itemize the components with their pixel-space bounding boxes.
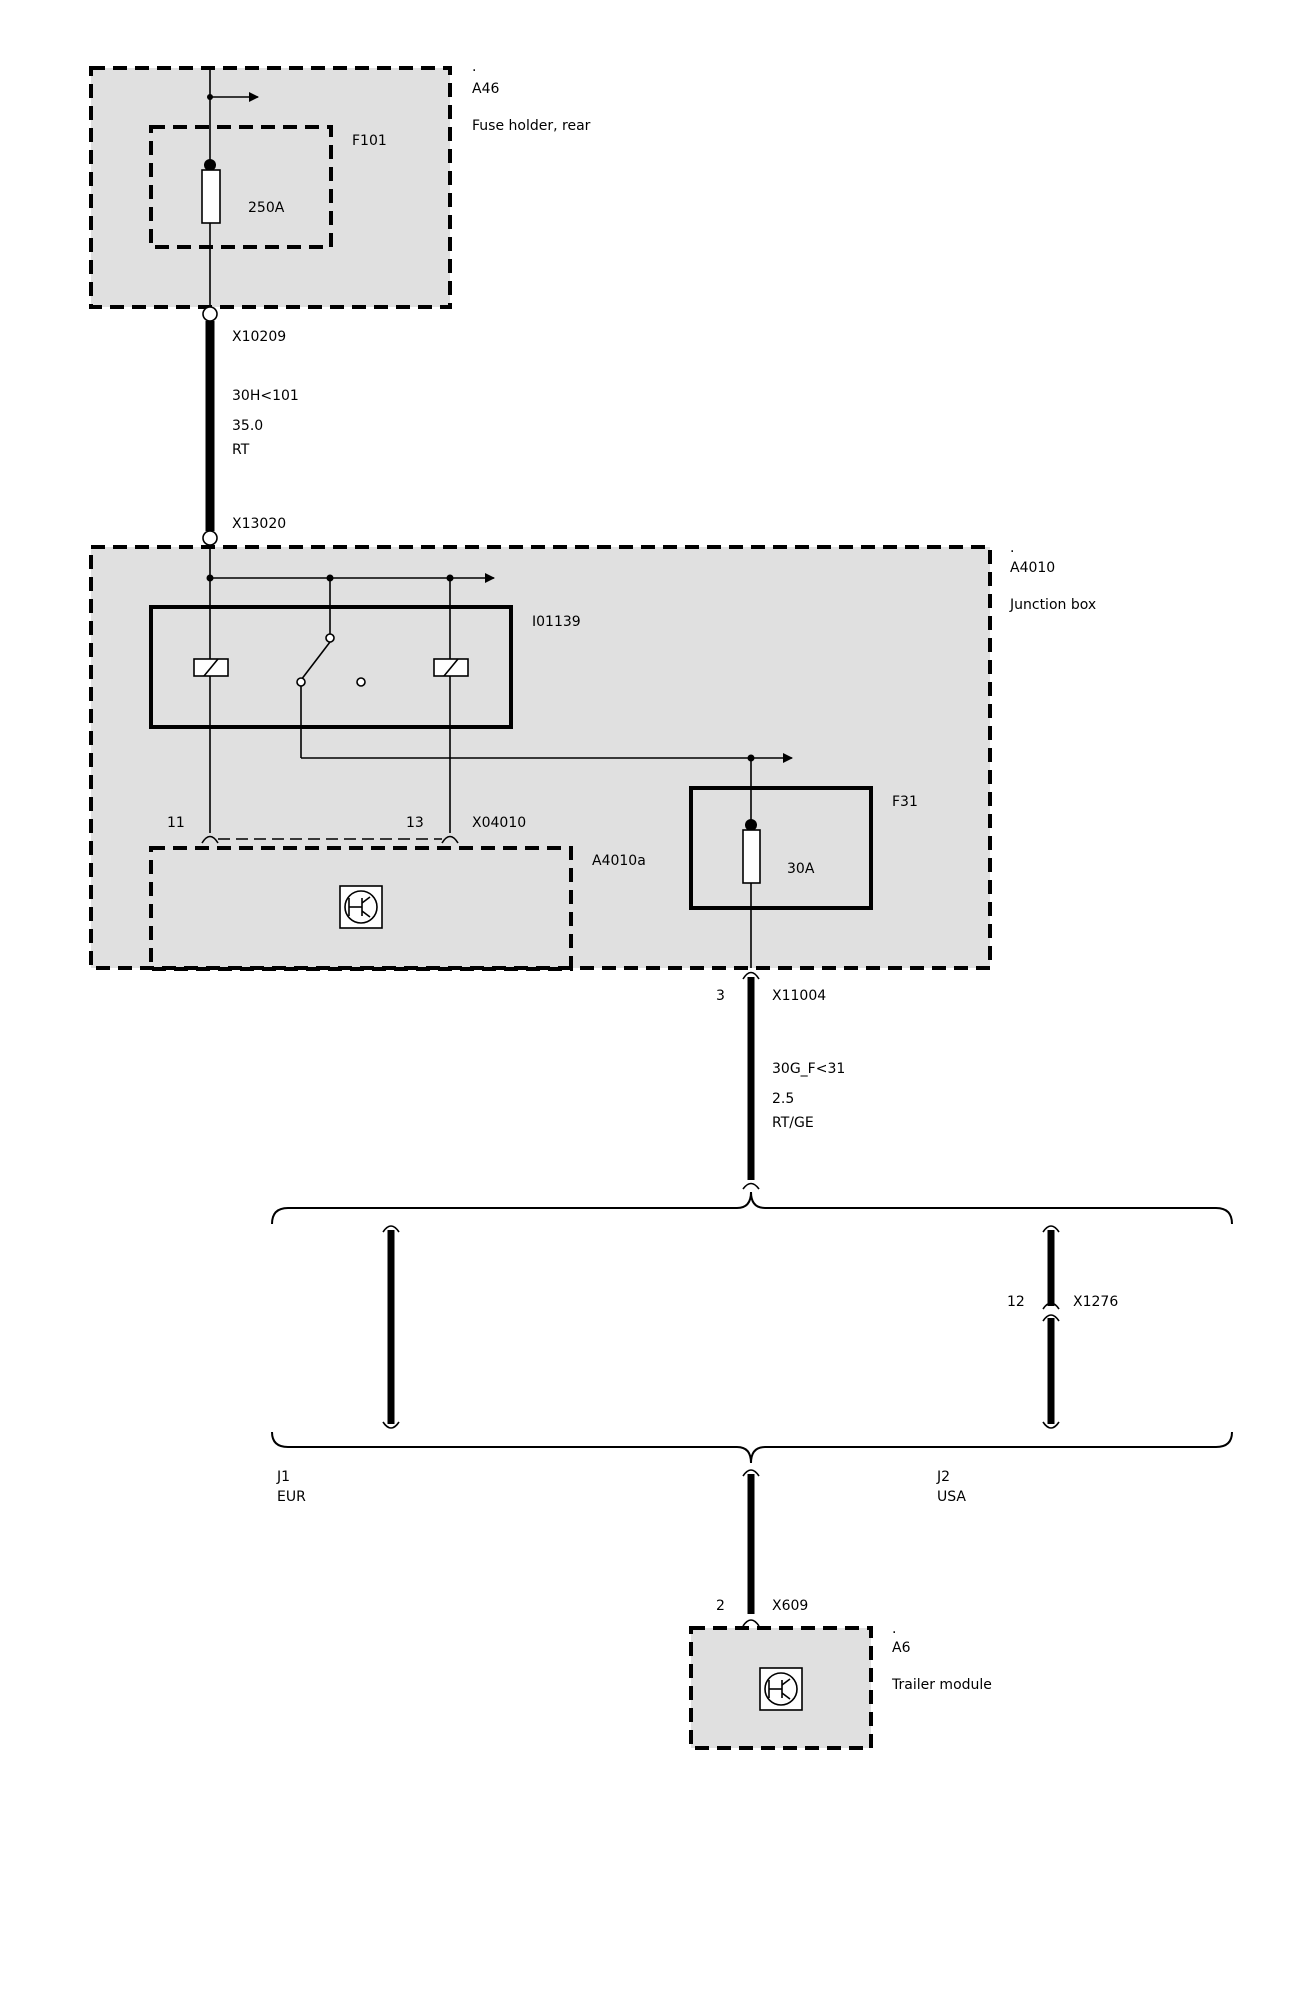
relay-contact-common xyxy=(325,633,335,643)
x609-pin: 2 xyxy=(716,1598,725,1614)
x04010-pin-11: 11 xyxy=(167,815,185,831)
trailer-module-a6: . A6 Trailer module xyxy=(689,1621,992,1750)
relay-contact-no xyxy=(296,677,306,687)
f31-rating: 30A xyxy=(787,861,815,877)
x04010-label: X04010 xyxy=(472,815,526,831)
relay-i01139-box xyxy=(149,605,513,729)
variant-j1-wire xyxy=(382,1225,400,1429)
connector-x13020-label: X13020 xyxy=(232,516,286,532)
fuse-f101-symbol xyxy=(201,169,221,224)
variant-block: 12 X1276 J1 EUR J2 USA xyxy=(271,1191,1233,1505)
fuse-f101-box xyxy=(149,125,333,249)
x04010-pin-13: 13 xyxy=(406,815,424,831)
fuse-f31-box xyxy=(689,786,873,910)
main-wire: X10209 30H<101 35.0 RT X13020 xyxy=(202,306,299,546)
x609-label: X609 xyxy=(772,1598,808,1614)
relay-switch-arm xyxy=(300,641,331,681)
variant-j2-region: USA xyxy=(937,1489,966,1505)
fused-wire-color: RT/GE xyxy=(772,1115,814,1131)
trailer-wire: 2 X609 xyxy=(716,1469,808,1627)
relay-contact-nc xyxy=(356,677,366,687)
connector-x10209-label: X10209 xyxy=(232,329,286,345)
f31-id: F31 xyxy=(892,794,918,810)
connector-x10209-terminal xyxy=(202,306,218,322)
fuse-holder-rear-a46: . A46 Fuse holder, rear F101 250A xyxy=(89,59,591,309)
variant-brace-bottom xyxy=(271,1431,1233,1464)
main-wire-signal: 30H<101 xyxy=(232,388,299,404)
control-unit-icon-a6 xyxy=(759,1667,803,1711)
x11004-pin: 3 xyxy=(716,988,725,1004)
a4010-dot: . xyxy=(1010,540,1014,556)
variant-brace-top xyxy=(271,1191,1233,1225)
x1276-label: X1276 xyxy=(1073,1294,1118,1310)
a4010-description: Junction box xyxy=(1009,597,1096,613)
relay-i01139-label: I01139 xyxy=(532,614,581,630)
junction-box-a4010: . A4010 Junction box I01139 F31 30A xyxy=(89,540,1096,971)
fuse-f31-symbol xyxy=(742,829,761,884)
connector-x13020-terminal xyxy=(202,530,218,546)
x1276-pin: 12 xyxy=(1007,1294,1025,1310)
a46-dot: . xyxy=(472,59,476,75)
a6-description: Trailer module xyxy=(891,1677,992,1693)
a46-description: Fuse holder, rear xyxy=(472,118,591,134)
variant-j2-id: J2 xyxy=(936,1469,950,1485)
a4010-id: A4010 xyxy=(1010,560,1055,576)
a46-id: A46 xyxy=(472,81,499,97)
fused-wire-signal: 30G_F<31 xyxy=(772,1061,845,1077)
main-wire-color: RT xyxy=(232,442,250,458)
x11004-label: X11004 xyxy=(772,988,826,1004)
fused-wire-size: 2.5 xyxy=(772,1091,794,1107)
variant-j1-id: J1 xyxy=(276,1469,290,1485)
fused-wire: 3 X11004 30G_F<31 2.5 RT/GE xyxy=(716,971,845,1190)
a4010a-id: A4010a xyxy=(592,853,646,869)
module-a4010a-box xyxy=(149,846,573,971)
a6-id: A6 xyxy=(892,1640,911,1656)
a6-dot: . xyxy=(892,1621,896,1637)
variant-j2-wire: 12 X1276 xyxy=(1007,1225,1118,1429)
f101-rating: 250A xyxy=(248,200,285,216)
main-wire-size: 35.0 xyxy=(232,418,263,434)
control-unit-icon-a4010a xyxy=(339,885,383,929)
variant-j1-region: EUR xyxy=(277,1489,306,1505)
f101-id: F101 xyxy=(352,133,387,149)
